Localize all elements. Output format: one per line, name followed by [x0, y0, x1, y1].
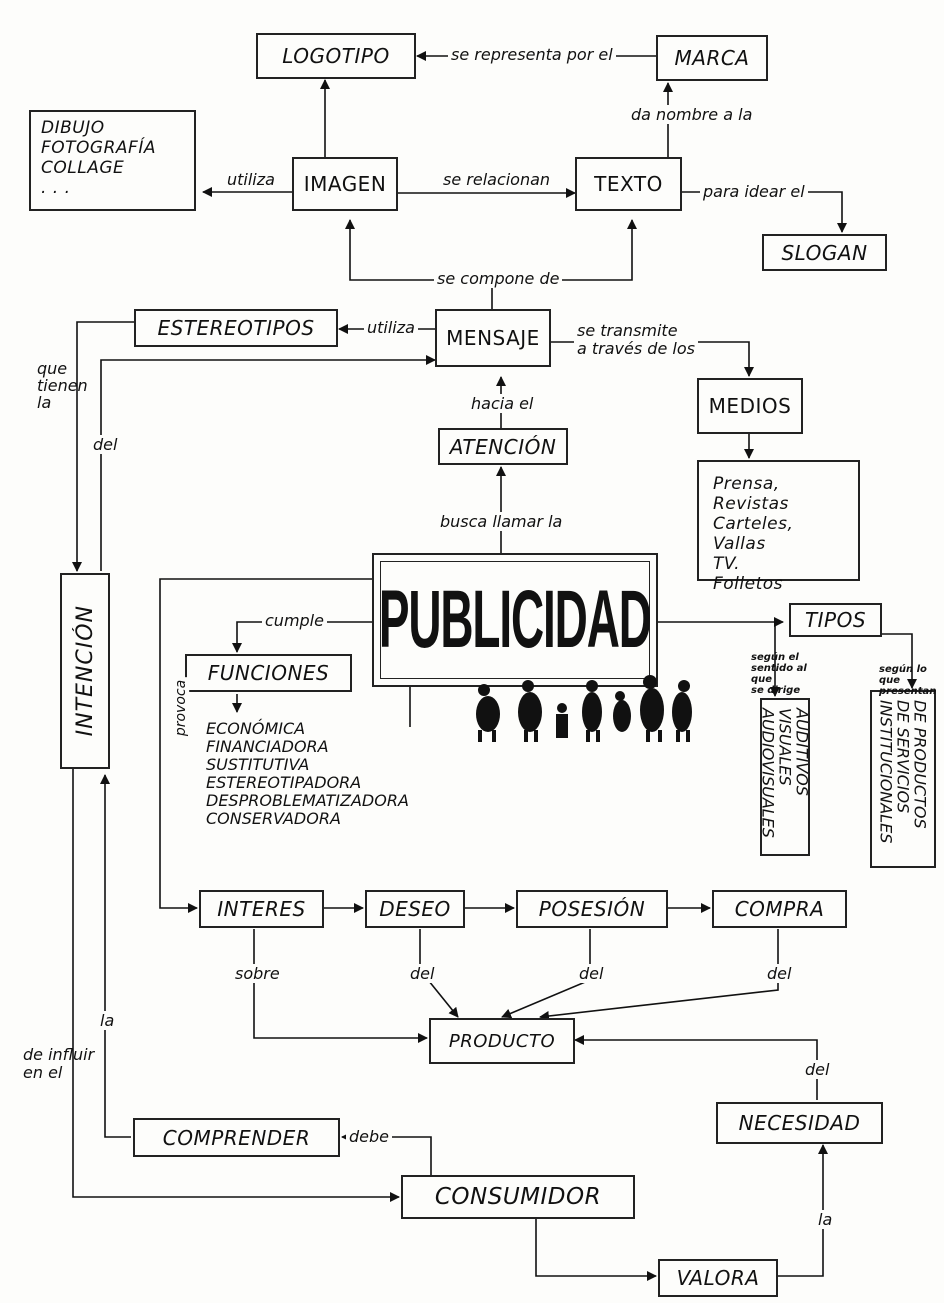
- node-comprender: COMPRENDER: [133, 1118, 340, 1157]
- node-mensaje: MENSAJE: [435, 309, 551, 367]
- people-silhouette-illustration: [476, 675, 692, 742]
- tipos-presentan-list: DE PRODUCTOS DE SERVICIOS INSTITUCIONALE…: [876, 700, 930, 844]
- node-interes: INTERES: [199, 890, 324, 928]
- imagen-types-list: DIBUJO FOTOGRAFÍA COLLAGE . . .: [41, 118, 156, 198]
- label-da-nombre: da nombre a la: [628, 105, 756, 124]
- node-intencion: INTENCIÓN: [60, 573, 110, 769]
- tipos-presentan-box: DE PRODUCTOS DE SERVICIOS INSTITUCIONALE…: [870, 690, 936, 868]
- label-busca-llamar: busca llamar la: [437, 512, 566, 531]
- label-del-compra: del: [764, 964, 795, 983]
- label-la-comprender: la: [97, 1011, 118, 1030]
- label-se-representa: se representa por el: [448, 45, 616, 64]
- label-la-valora: la: [815, 1210, 836, 1229]
- node-slogan: SLOGAN: [762, 234, 887, 271]
- node-tipos: TIPOS: [789, 603, 882, 637]
- tipos-sentido-list: AUDITIVOS VISUALES AUDIOVISUALES: [758, 708, 812, 838]
- node-atencion: ATENCIÓN: [438, 428, 568, 465]
- label-hacia-el: hacia el: [468, 394, 537, 413]
- label-se-relacionan: se relacionan: [440, 170, 554, 189]
- funciones-list: ECONÓMICA FINANCIADORA SUSTITUTIVA ESTER…: [206, 719, 409, 828]
- node-producto: PRODUCTO: [429, 1018, 575, 1064]
- label-para-idear: para idear el: [700, 182, 808, 201]
- label-cumple: cumple: [262, 611, 327, 630]
- label-provoca: provoca: [173, 676, 190, 740]
- label-del-necesidad: del: [802, 1060, 833, 1079]
- label-segun-presentan: según lo que presentan: [879, 664, 937, 697]
- label-que-tienen: que tienen la: [37, 359, 88, 412]
- label-sobre: sobre: [232, 964, 283, 983]
- node-medios: MEDIOS: [697, 378, 803, 434]
- medios-list-box: Prensa, Revistas Carteles, Vallas TV. Fo…: [697, 460, 860, 594]
- node-imagen: IMAGEN: [292, 157, 398, 211]
- tipos-sentido-box: AUDITIVOS VISUALES AUDIOVISUALES: [758, 698, 812, 856]
- node-compra: COMPRA: [712, 890, 847, 928]
- label-de-influir: de influir en el: [23, 1045, 95, 1082]
- label-se-transmite: se transmite a través de los: [574, 322, 698, 358]
- label-del-posesion: del: [576, 964, 607, 983]
- node-consumidor: CONSUMIDOR: [401, 1175, 635, 1219]
- node-estereotipos: ESTEREOTIPOS: [134, 309, 338, 347]
- label-utiliza-imagen: utiliza: [224, 170, 278, 189]
- intencion-label: INTENCIÓN: [72, 605, 98, 737]
- node-texto: TEXTO: [575, 157, 682, 211]
- node-publicidad: PUBLICIDAD: [372, 553, 658, 687]
- node-necesidad: NECESIDAD: [716, 1102, 883, 1144]
- label-del-deseo: del: [407, 964, 438, 983]
- imagen-types-box: DIBUJO FOTOGRAFÍA COLLAGE . . .: [29, 110, 196, 211]
- label-utiliza-mensaje: utiliza: [364, 318, 418, 337]
- medios-list: Prensa, Revistas Carteles, Vallas TV. Fo…: [713, 474, 794, 594]
- label-debe: debe: [346, 1127, 392, 1146]
- node-marca: MARCA: [656, 35, 768, 81]
- publicidad-inner-frame: PUBLICIDAD: [379, 561, 652, 679]
- node-deseo: DESEO: [365, 890, 465, 928]
- node-logotipo: LOGOTIPO: [256, 33, 416, 79]
- publicidad-title: PUBLICIDAD: [379, 574, 652, 665]
- node-posesion: POSESIÓN: [516, 890, 668, 928]
- label-segun-sentido: según el sentido al que se dirige: [751, 652, 807, 696]
- label-del-intencion: del: [90, 435, 121, 454]
- node-funciones: FUNCIONES: [185, 654, 352, 692]
- node-valora: VALORA: [658, 1259, 778, 1297]
- label-se-compone: se compone de: [434, 269, 563, 288]
